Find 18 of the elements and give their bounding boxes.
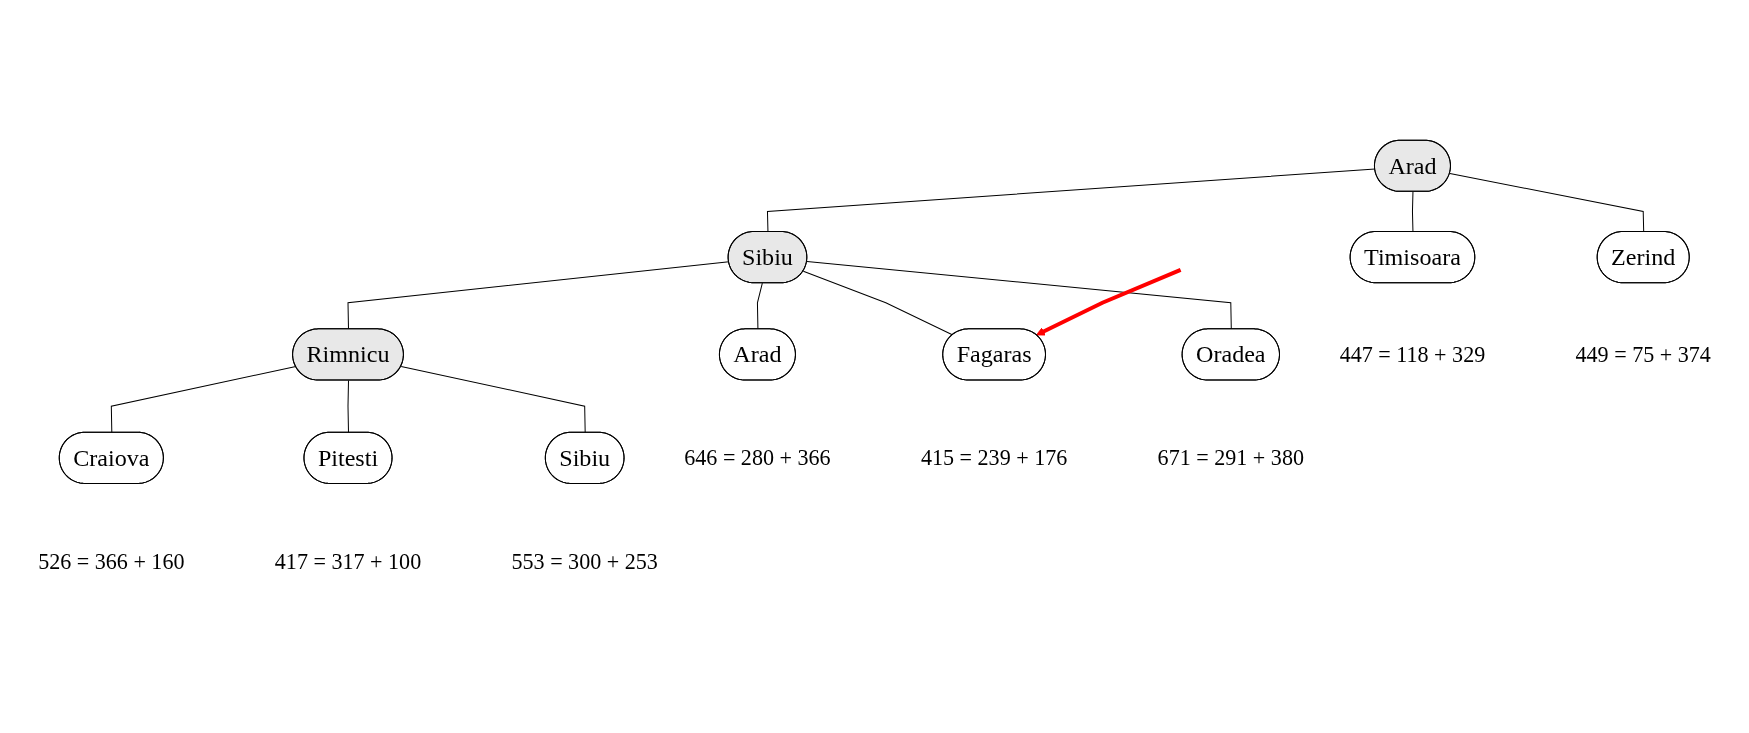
connector [347, 261, 730, 330]
arrow [1036, 267, 1182, 336]
node-label: 415 = 239 + 176 [920, 445, 1068, 471]
node-label: 449 = 75 + 374 [1575, 341, 1711, 367]
connector [1449, 173, 1645, 233]
connector [400, 365, 586, 434]
node-label: 526 = 366 + 160 [38, 548, 185, 574]
connector [347, 380, 349, 434]
node-label: 671 = 291 + 380 [1157, 445, 1304, 471]
connector [806, 260, 1232, 330]
connector [756, 282, 763, 330]
node-label: 447 = 118 + 329 [1339, 341, 1486, 367]
connector [1411, 191, 1414, 233]
node-label: 646 = 280 + 366 [684, 445, 831, 471]
connector [110, 365, 297, 434]
connector [766, 168, 1376, 233]
node-label: 553 = 300 + 253 [511, 548, 658, 574]
node-label: 417 = 317 + 100 [274, 548, 422, 574]
